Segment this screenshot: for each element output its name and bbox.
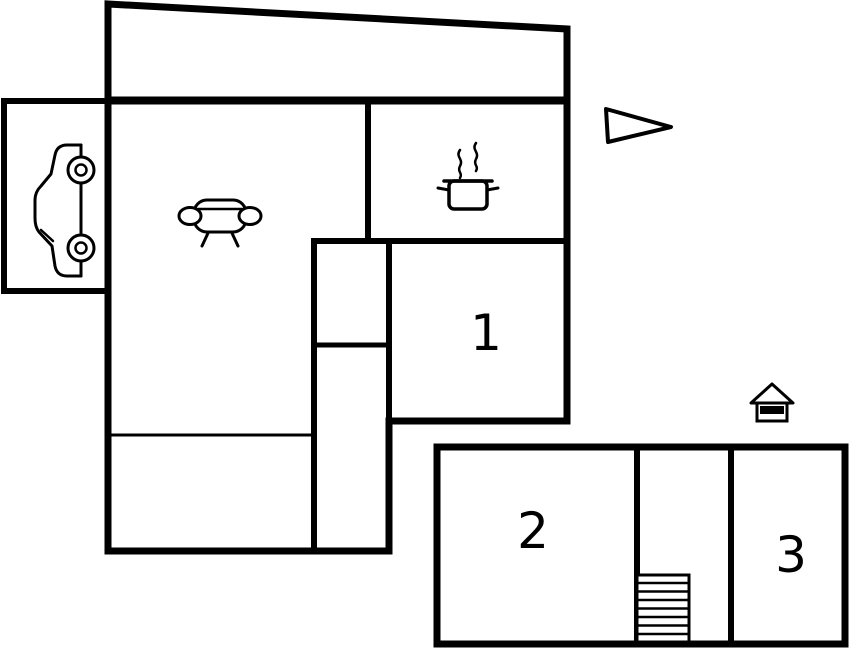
house-icon	[749, 382, 795, 423]
steam-line	[457, 148, 463, 180]
stair-treads	[635, 581, 691, 636]
main-building-interior-walls	[106, 98, 570, 554]
cooking-pot-icon	[436, 141, 500, 211]
pot-handle	[485, 186, 500, 192]
room-3-label: 3	[775, 526, 807, 584]
pot-body	[447, 179, 489, 211]
car-window	[39, 228, 55, 243]
house-door-band	[760, 406, 784, 414]
car-icon	[33, 143, 96, 278]
steam-line	[473, 141, 479, 173]
pot-handle	[436, 186, 451, 192]
terrace-outline	[104, 0, 571, 104]
stairs-icon	[635, 573, 691, 644]
sofa-armrest	[177, 206, 203, 226]
room-1-label: 1	[470, 304, 502, 362]
sofa-icon	[177, 198, 263, 248]
sofa-armrest	[237, 206, 263, 226]
room-2-label: 2	[517, 502, 549, 560]
carport-outline	[1, 98, 111, 294]
north-arrow-icon	[604, 107, 673, 144]
